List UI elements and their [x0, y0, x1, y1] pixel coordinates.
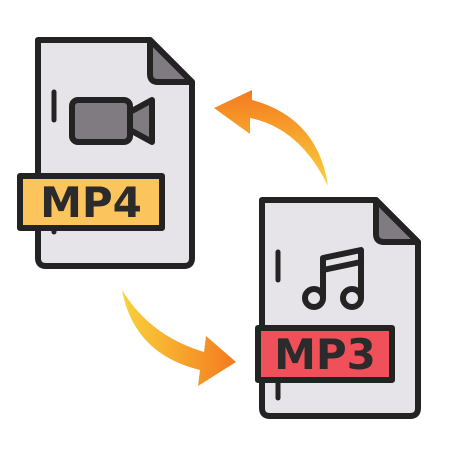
arrow-down-right-icon: [122, 290, 236, 386]
mp4-label: MP4: [40, 178, 142, 227]
mp4-file-icon: MP4: [17, 37, 195, 269]
mp3-label: MP3: [274, 330, 376, 379]
mp4-label-band: [17, 173, 165, 231]
arrow-up-left-icon: [214, 90, 328, 186]
mp3-folded-corner: [373, 197, 421, 245]
mp3-label-band: [255, 325, 395, 383]
video-camera-icon: [69, 97, 155, 145]
music-note-icon: [302, 247, 364, 310]
mp4-folded-corner: [147, 37, 195, 85]
mp3-file-icon: MP3: [255, 197, 421, 419]
